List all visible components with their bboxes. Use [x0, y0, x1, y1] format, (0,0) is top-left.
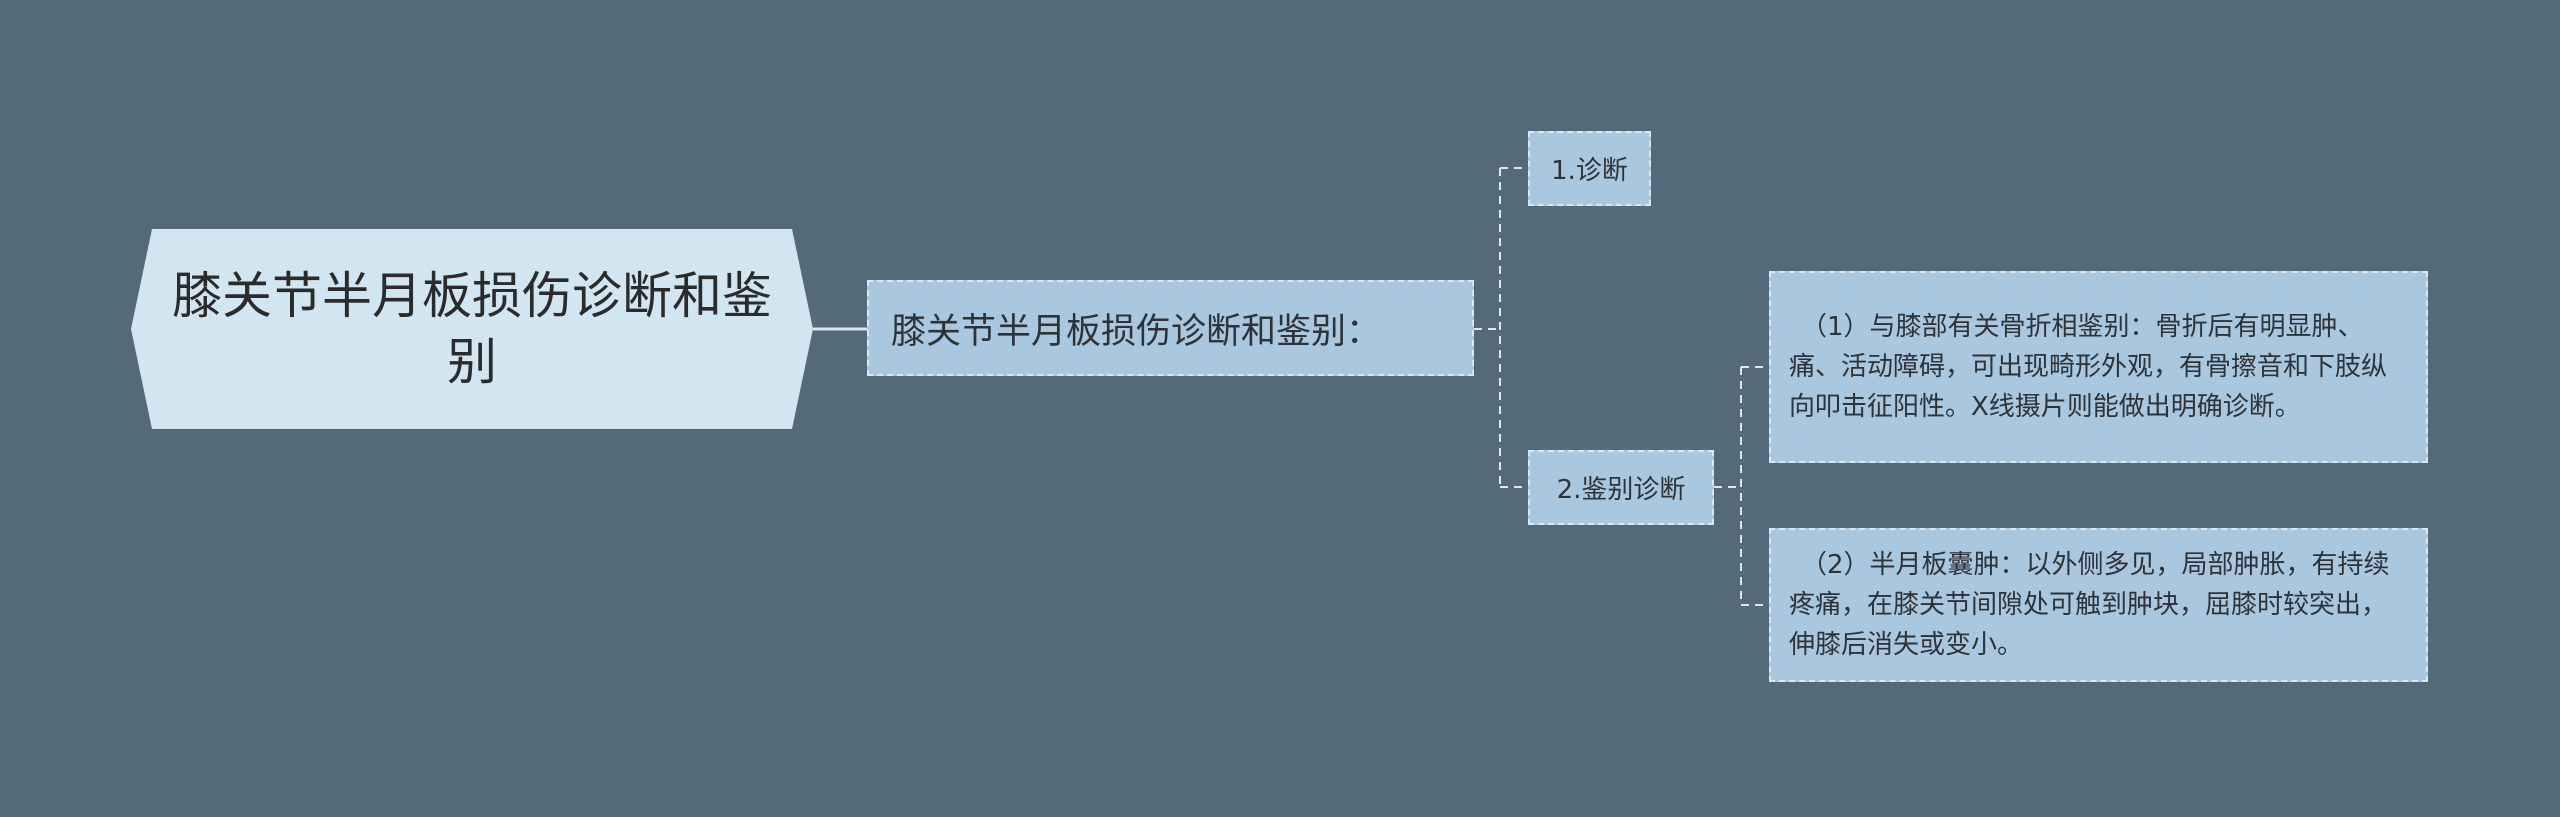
- root-node-shape: [131, 229, 813, 429]
- detail-text: （2）半月板囊肿：以外侧多见，局部肿胀，有持续疼痛，在膝关节间隙处可触到肿块，屈…: [1789, 550, 2390, 660]
- root-node[interactable]: 膝关节半月板损伤诊断和鉴别: [131, 229, 813, 429]
- main-topic-label: 膝关节半月板损伤诊断和鉴别：: [891, 311, 1382, 352]
- connector-main-branches: [1474, 167, 1528, 488]
- connector-diff-details: [1714, 366, 1769, 606]
- detail-node-fracture[interactable]: （1）与膝部有关骨折相鉴别：骨折后有明显肿、痛、活动障碍，可出现畸形外观，有骨擦…: [1769, 271, 2428, 463]
- branch-node-differential[interactable]: 2.鉴别诊断: [1528, 450, 1714, 525]
- root-title: 膝关节半月板损伤诊断和鉴别: [172, 267, 772, 391]
- branch-label: 2.鉴别诊断: [1556, 475, 1686, 505]
- detail-text: （1）与膝部有关骨折相鉴别：骨折后有明显肿、痛、活动障碍，可出现畸形外观，有骨擦…: [1789, 312, 2388, 422]
- branch-node-diagnosis[interactable]: 1.诊断: [1528, 131, 1651, 206]
- main-topic-node[interactable]: 膝关节半月板损伤诊断和鉴别：: [867, 280, 1474, 376]
- detail-node-cyst[interactable]: （2）半月板囊肿：以外侧多见，局部肿胀，有持续疼痛，在膝关节间隙处可触到肿块，屈…: [1769, 528, 2428, 682]
- branch-label: 1.诊断: [1551, 156, 1628, 186]
